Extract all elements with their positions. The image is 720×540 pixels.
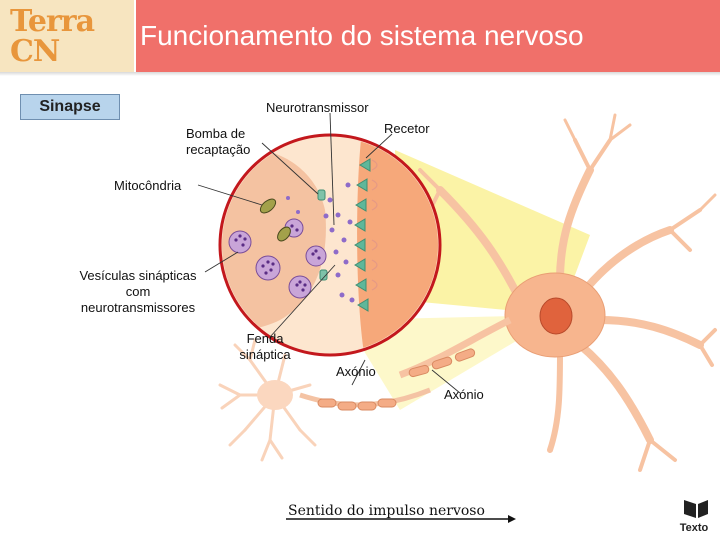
zoom-cone-lower <box>345 315 560 410</box>
label-fenda-line2: sináptica <box>239 347 291 362</box>
synapse-circle-border <box>218 133 442 357</box>
label-bomba-recaptacao: Bomba de recaptação <box>186 126 250 158</box>
impulse-direction-label: Sentido do impulso nervoso <box>288 503 485 519</box>
header-shadow <box>0 72 720 76</box>
mitochondrion-1 <box>259 198 277 214</box>
label-vesiculas: Vesículas sinápticas com neurotransmisso… <box>66 268 210 316</box>
label-fenda-sinaptica: Fenda sináptica <box>230 331 300 363</box>
texto-book-icon <box>684 500 708 518</box>
label-axonio-1: Axónio <box>336 364 376 379</box>
label-vesiculas-line3: neurotransmissores <box>80 300 196 315</box>
small-neuron <box>218 338 317 462</box>
label-bomba-line2: recaptação <box>186 142 251 157</box>
large-neuron <box>418 113 717 472</box>
vesicle-dots <box>234 224 321 292</box>
label-vesiculas-line1: Vesículas sinápticas <box>79 268 197 283</box>
sinapse-tag: Sinapse <box>20 94 120 120</box>
small-neuron-body <box>257 380 293 410</box>
large-neuron-nucleus <box>539 297 573 335</box>
impulse-arrow-head <box>508 515 516 523</box>
texto-publisher-logo: Texto <box>676 518 712 536</box>
logo-text-cn: CN <box>10 34 60 69</box>
reuptake-pumps <box>317 189 328 281</box>
neurotransmitter-dots <box>286 182 355 303</box>
label-mitocondria: Mitocôndria <box>114 178 182 193</box>
terra-cn-logo: Terra CN <box>0 0 136 72</box>
page-title: Funcionamento do sistema nervoso <box>140 20 584 51</box>
label-bomba-line1: Bomba de <box>186 126 246 141</box>
label-recetor: Recetor <box>384 121 430 136</box>
publisher-name: Texto <box>679 522 709 534</box>
axon-left-segments <box>317 398 397 411</box>
leader-lines <box>197 112 461 394</box>
mitochondrion-2 <box>277 226 291 242</box>
label-vesiculas-line2: com <box>125 284 151 299</box>
label-neurotransmissor: Neurotransmissor <box>266 100 369 115</box>
receptors <box>354 158 371 312</box>
receptor-arcs <box>371 159 378 291</box>
synaptic-vesicles <box>228 218 327 299</box>
label-fenda-line1: Fenda <box>246 331 284 346</box>
label-axonio-2: Axónio <box>444 387 484 402</box>
logo-text-terra: Terra <box>10 4 95 39</box>
axon-right-segments <box>408 348 476 378</box>
